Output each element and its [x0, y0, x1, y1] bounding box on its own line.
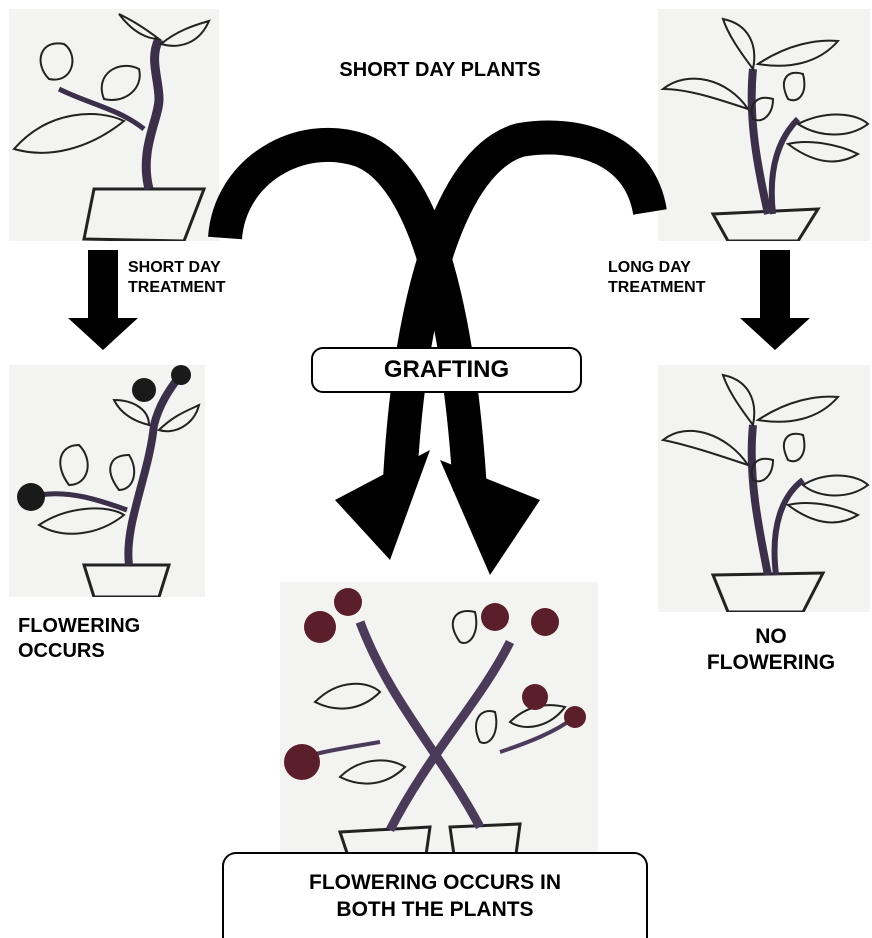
long-day-treatment-label: LONG DAY TREATMENT	[608, 258, 748, 298]
grafting-label-box: GRAFTING	[311, 347, 582, 393]
both-flowering-label-box: FLOWERING OCCURS IN BOTH THE PLANTS	[222, 852, 648, 938]
short-day-treatment-label: SHORT DAY TREATMENT	[128, 258, 268, 298]
down-arrow-right-head	[740, 318, 810, 350]
graft-arrow-head-right	[440, 460, 540, 575]
down-arrow-right-shaft	[760, 250, 790, 320]
no-flowering-label: NO FLOWERING	[686, 624, 856, 677]
graft-arrow-right-to-left	[400, 138, 650, 480]
down-arrow-left-head	[68, 318, 138, 350]
page-title: SHORT DAY PLANTS	[300, 58, 580, 83]
graft-arrow-head-left	[335, 450, 430, 560]
flowering-occurs-label: FLOWERING OCCURS	[18, 614, 188, 664]
down-arrow-left-shaft	[88, 250, 118, 320]
